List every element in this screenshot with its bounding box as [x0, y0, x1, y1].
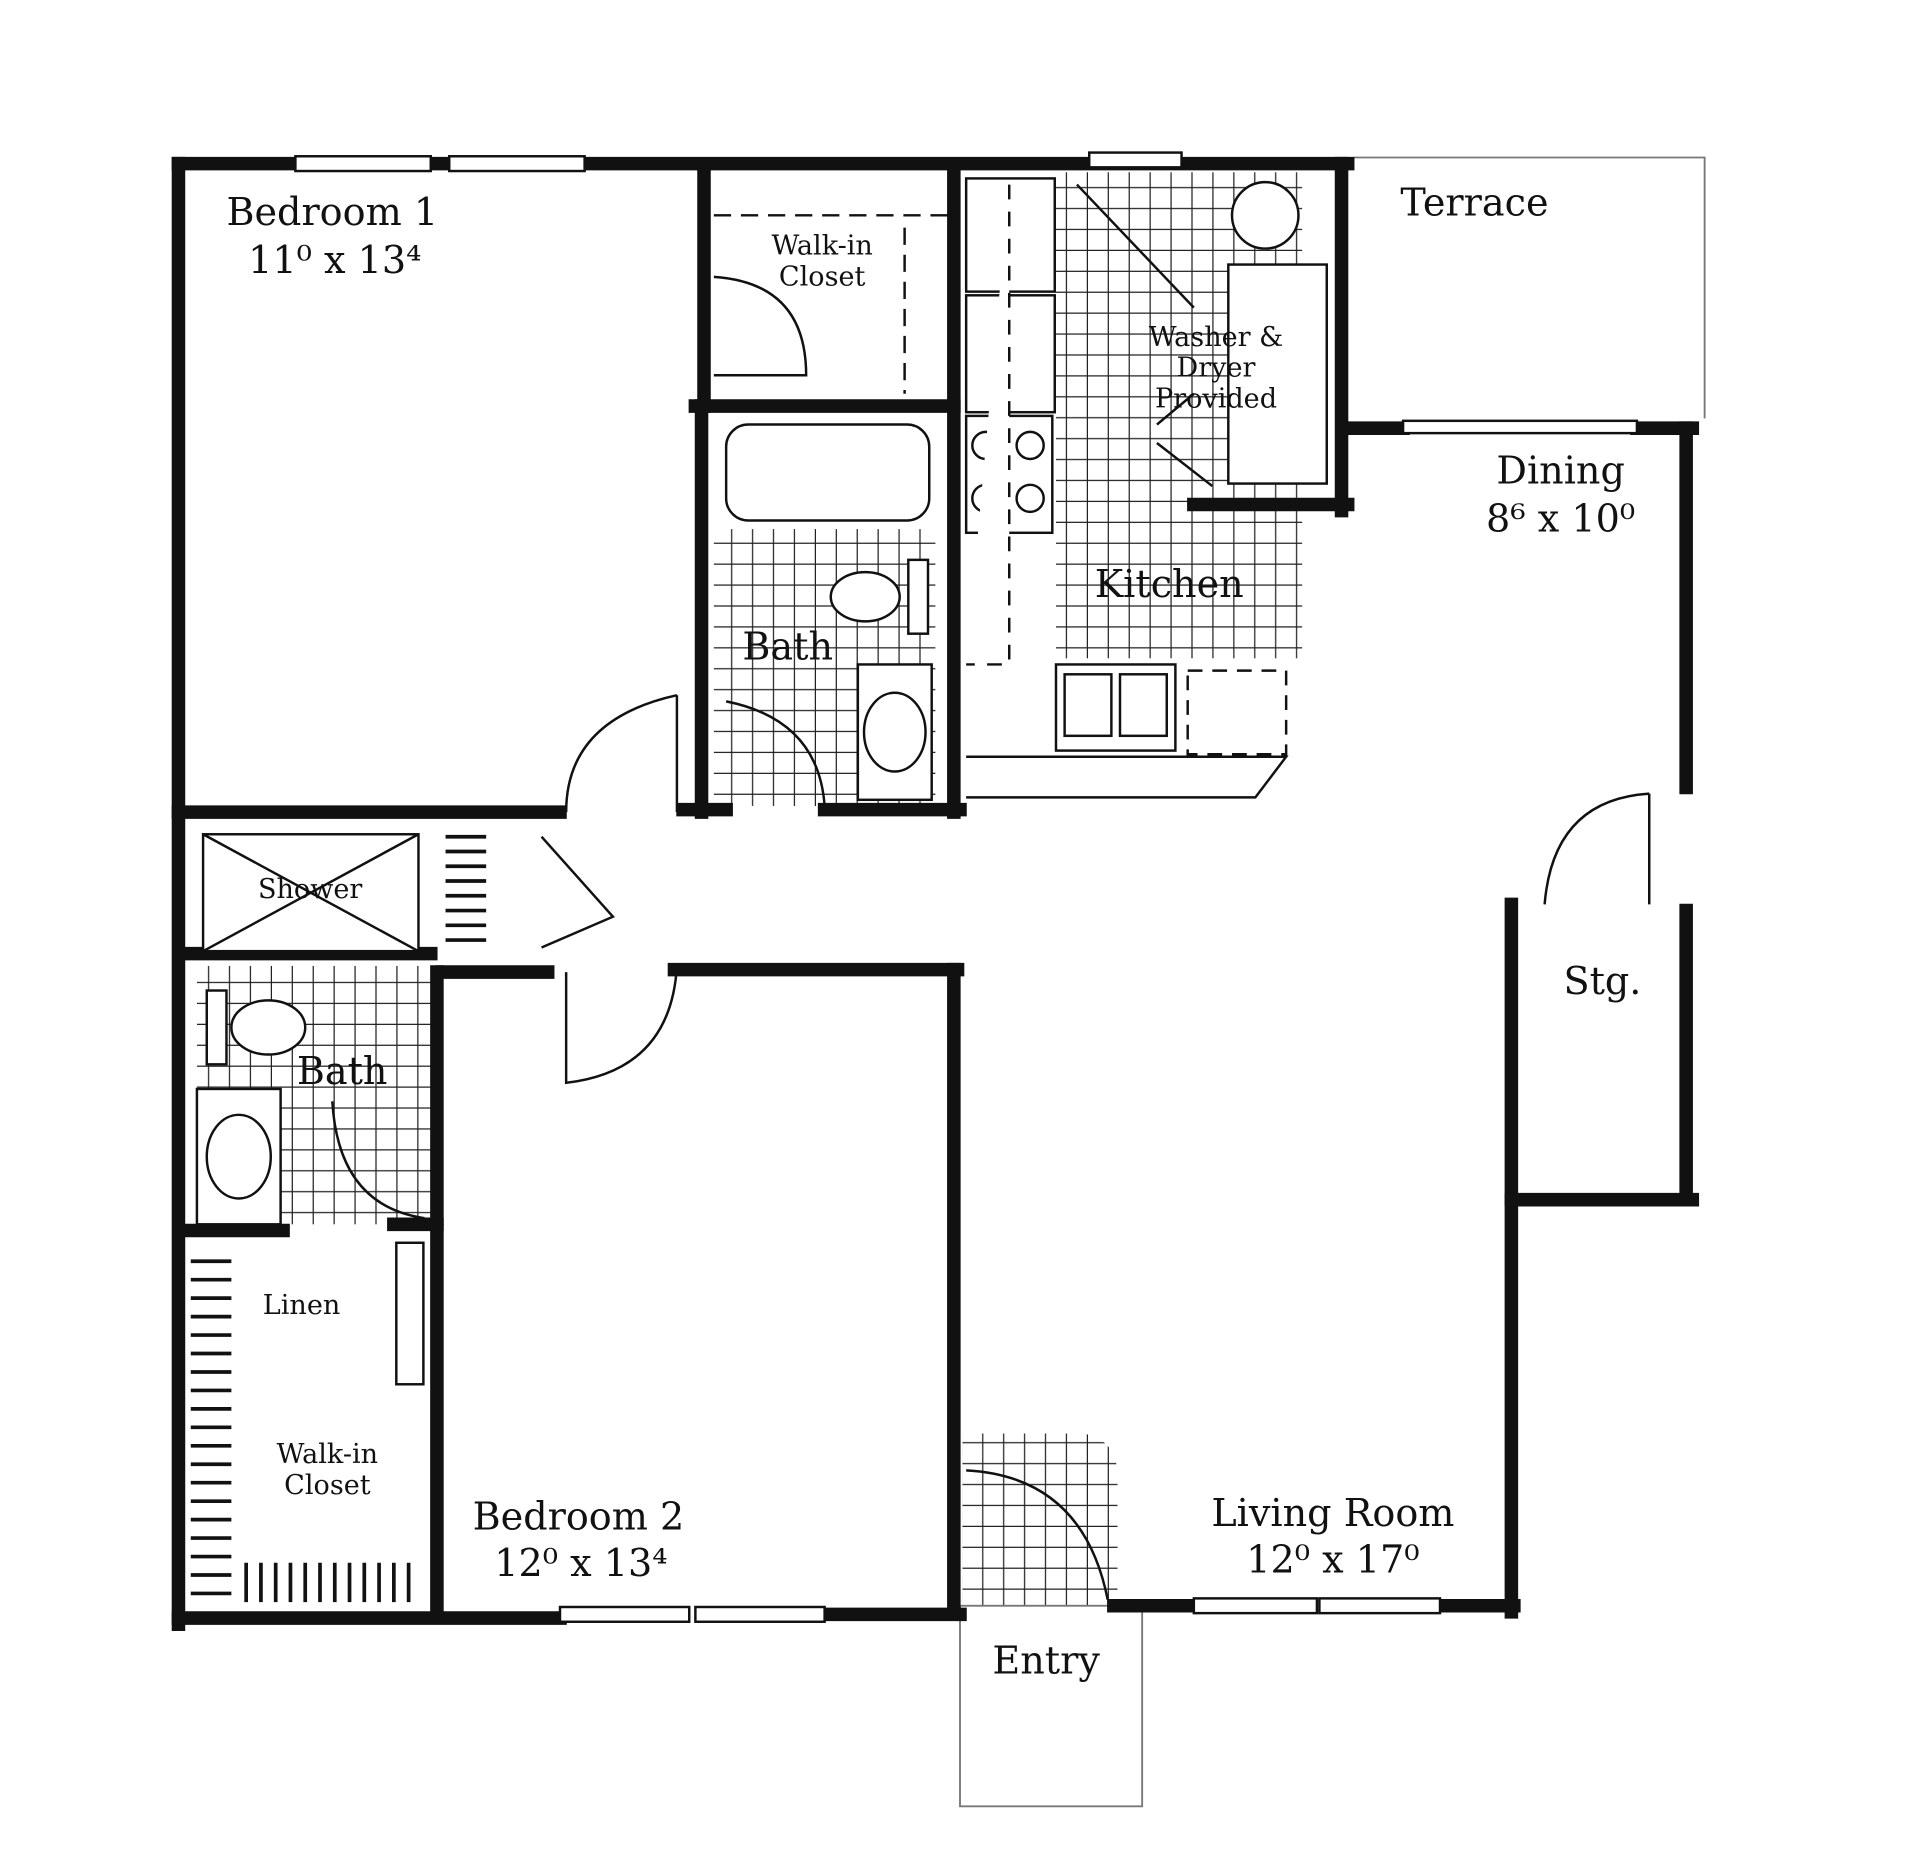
- kitchen-name: Kitchen: [1095, 562, 1244, 606]
- bedroom1-size: 11⁰ x 13⁴: [248, 238, 421, 282]
- entry-name: Entry: [992, 1638, 1100, 1682]
- dining-size: 8⁶ x 10⁰: [1486, 497, 1635, 541]
- dining-name: Dining: [1496, 449, 1624, 493]
- bedroom1-name: Bedroom 1: [226, 190, 438, 234]
- laundry-line3: Provided: [1155, 383, 1277, 414]
- fixtures: [195, 177, 1329, 1386]
- terrace-name: Terrace: [1400, 180, 1548, 224]
- storage-name: Stg.: [1563, 959, 1641, 1003]
- shelving: [190, 834, 487, 1603]
- bath1-name: Bath: [742, 625, 833, 669]
- shower-name: Shower: [258, 874, 362, 905]
- bath2-name: Bath: [297, 1049, 388, 1093]
- doors: [331, 275, 1651, 1600]
- bedroom2-size: 12⁰ x 13⁴: [494, 1541, 667, 1585]
- living-name: Living Room: [1211, 1491, 1454, 1535]
- walkin1-line2: Closet: [779, 261, 866, 292]
- laundry-line2: Dryer: [1177, 353, 1256, 384]
- bedroom2-name: Bedroom 2: [473, 1494, 685, 1538]
- outdoor-areas: [959, 156, 1706, 1808]
- windows: [294, 151, 1639, 1623]
- walkin1-line1: Walk-in: [771, 231, 872, 262]
- walkin2-line2: Closet: [284, 1470, 371, 1501]
- room-labels: Bedroom 1 11⁰ x 13⁴ Walk-in Closet Bath …: [226, 180, 1641, 1682]
- living-size: 12⁰ x 17⁰: [1246, 1538, 1419, 1582]
- laundry-line1: Washer &: [1149, 322, 1284, 353]
- linen-name: Linen: [263, 1290, 341, 1321]
- walkin2-line1: Walk-in: [277, 1439, 378, 1470]
